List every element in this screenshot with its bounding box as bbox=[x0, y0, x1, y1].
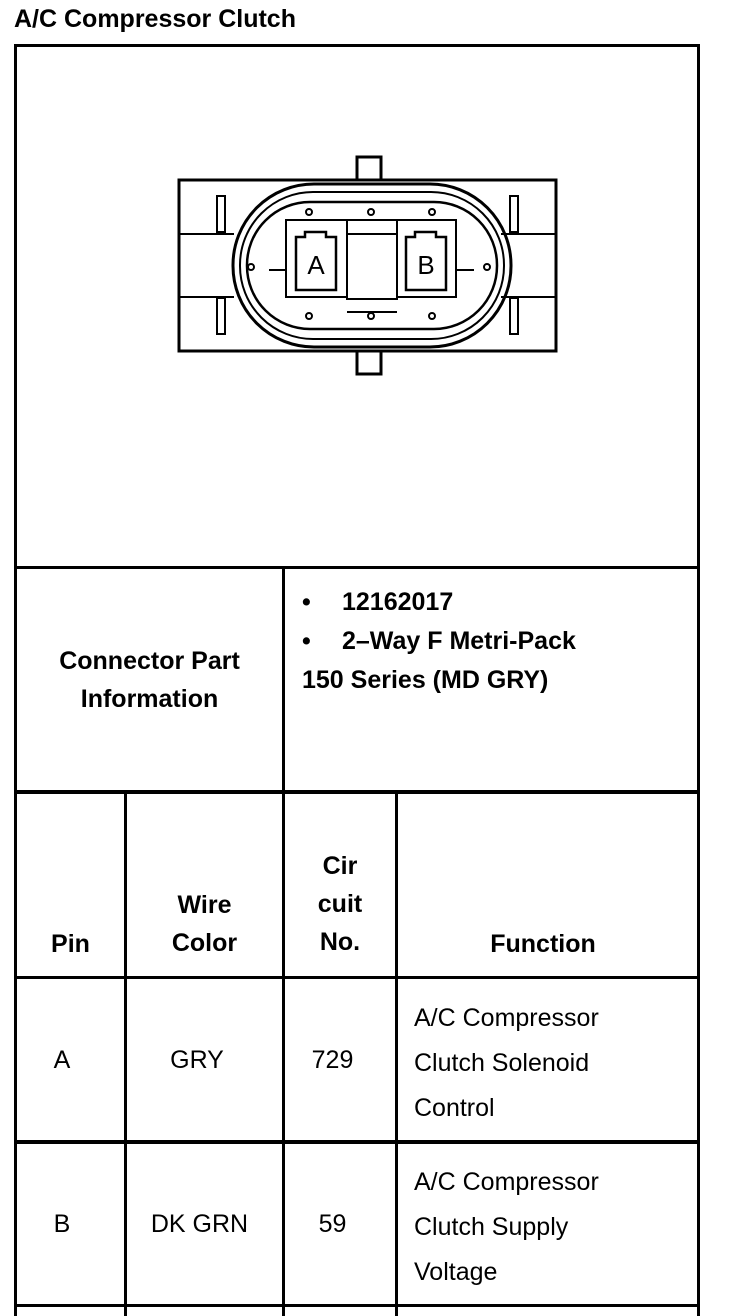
row-b-wire: DK GRN bbox=[150, 1210, 249, 1238]
divider bbox=[14, 1304, 700, 1307]
row-b-pin: B bbox=[53, 1210, 71, 1238]
divider bbox=[14, 976, 700, 979]
row-a-circuit: 729 bbox=[311, 1046, 354, 1074]
row-a-wire: GRY bbox=[170, 1046, 224, 1074]
pin-b-label: B bbox=[417, 250, 434, 280]
connector-diagram: A B bbox=[14, 44, 700, 568]
part-number-bullet: •12162017 bbox=[302, 588, 454, 616]
connector-face-drawing: A B bbox=[177, 155, 558, 376]
connector-series: 150 Series (MD GRY) bbox=[302, 666, 549, 694]
divider bbox=[14, 566, 700, 569]
column-divider bbox=[395, 792, 398, 1316]
header-circuit-no: Cir cuit No. bbox=[317, 852, 363, 956]
page-title: A/C Compressor Clutch bbox=[14, 5, 296, 33]
row-a-pin: A bbox=[53, 1046, 71, 1074]
connector-table-frame bbox=[14, 44, 700, 1316]
column-divider bbox=[124, 792, 127, 1316]
row-b-function: A/C Compressor Clutch Supply Voltage bbox=[414, 1168, 599, 1286]
connector-info-label: Connector Part Information bbox=[59, 647, 240, 713]
header-pin: Pin bbox=[51, 930, 90, 958]
row-b-circuit: 59 bbox=[318, 1210, 347, 1238]
header-wire-color: Wire Color bbox=[171, 891, 238, 957]
header-function: Function bbox=[490, 930, 596, 958]
divider bbox=[14, 1140, 700, 1144]
divider bbox=[14, 790, 700, 794]
row-a-function: A/C Compressor Clutch Solenoid Control bbox=[414, 1004, 599, 1122]
connector-type-bullet: •2–Way F Metri-Pack bbox=[302, 627, 576, 655]
column-divider bbox=[282, 566, 285, 1316]
pin-a-label: A bbox=[307, 250, 325, 280]
